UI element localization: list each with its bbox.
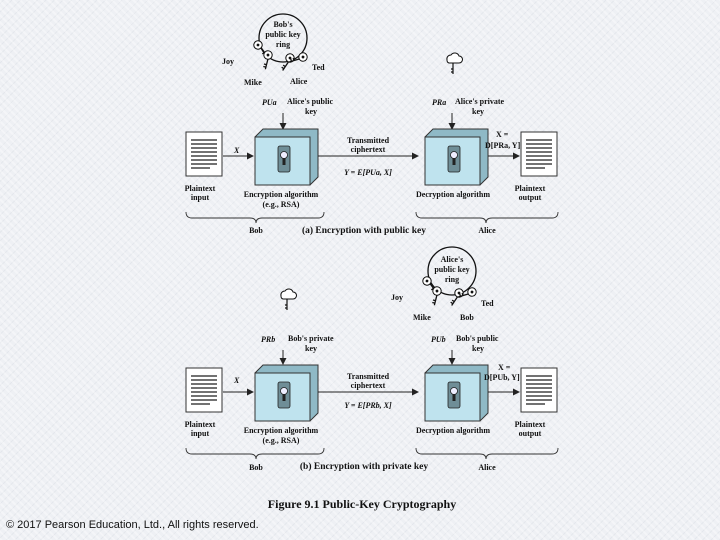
plaintext-output-label-line1: Plaintext: [515, 420, 546, 429]
private-key-icon: [447, 53, 463, 74]
plaintext-output-label-line2: output: [519, 193, 542, 202]
output-equation-line2: D[PUb, Y]: [484, 373, 520, 382]
pub-key-symbol: PUb: [431, 335, 446, 344]
ring-person-joy: Joy: [222, 57, 234, 66]
pub-key-label-line2: key: [305, 107, 317, 116]
output-equation-line2: D[PRa, Y]: [485, 141, 521, 150]
transmitted-label-line1: Transmitted: [347, 136, 390, 145]
priv-key-label-line2: key: [305, 344, 317, 353]
key-ring-a: Bob's public key ring Joy Mike Alice Ted: [222, 14, 325, 87]
key-ring-label-line2: public key: [265, 30, 300, 39]
decryption-algorithm-box: [425, 365, 488, 421]
priv-key-label-line1: Alice's private: [455, 97, 505, 106]
right-party-alice: Alice: [478, 463, 496, 472]
ring-person-mike: Mike: [244, 78, 262, 87]
plaintext-output-doc-icon: [521, 368, 557, 412]
lock-icon: [281, 152, 288, 159]
transmitted-label-line2: ciphertext: [351, 145, 386, 154]
cipher-equation: Y = E[PRb, X]: [344, 401, 392, 410]
ring-person-ted: Ted: [312, 63, 325, 72]
plaintext-input-doc-icon: [186, 132, 222, 176]
encryption-algorithm-box: [255, 365, 318, 421]
decryption-label: Decryption algorithm: [416, 426, 490, 435]
priv-key-label-line2: key: [472, 107, 484, 116]
key-ring-label-line1: Bob's: [273, 20, 292, 29]
right-party-alice: Alice: [478, 226, 496, 235]
priv-key-symbol: PRa: [432, 98, 446, 107]
key-ring-label-line3: ring: [445, 275, 459, 284]
key-icon: [449, 288, 465, 305]
ring-person-alice: Alice: [290, 77, 308, 86]
lock-icon: [451, 388, 458, 395]
priv-key-label-line1: Bob's private: [288, 334, 334, 343]
transmitted-label-line1: Transmitted: [347, 372, 390, 381]
key-icon: [426, 285, 446, 305]
key-ring-b: Alice's public key ring Joy Mike Bob Ted: [391, 247, 494, 322]
left-party-bob: Bob: [249, 463, 263, 472]
encryption-label-line1: Encryption algorithm: [244, 190, 319, 199]
caption-a: (a) Encryption with public key: [302, 225, 426, 236]
caption-b: (b) Encryption with private key: [300, 461, 429, 472]
plaintext-input-label-line1: Plaintext: [185, 184, 216, 193]
plaintext-output-label-line2: output: [519, 429, 542, 438]
priv-key-symbol: PRb: [261, 335, 275, 344]
x-label: X: [233, 376, 240, 385]
x-label: X: [233, 146, 240, 155]
plaintext-input-doc-icon: [186, 368, 222, 412]
lock-icon: [281, 388, 288, 395]
plaintext-output-doc-icon: [521, 132, 557, 176]
private-key-icon: [281, 289, 297, 310]
panel-b: Alice's public key ring Joy Mike Bob Ted…: [185, 247, 558, 472]
transmitted-label-line2: ciphertext: [351, 381, 386, 390]
pub-key-label-line2: key: [472, 344, 484, 353]
plaintext-input-label-line2: input: [191, 193, 210, 202]
output-equation-line1: X =: [496, 130, 509, 139]
lock-icon: [451, 152, 458, 159]
key-icon: [257, 49, 277, 69]
pub-key-label-line1: Bob's public: [456, 334, 499, 343]
encryption-algorithm-box: [255, 129, 318, 185]
plaintext-input-label-line1: Plaintext: [185, 420, 216, 429]
key-ring-label-line1: Alice's: [441, 255, 464, 264]
pub-key-label-line1: Alice's public: [287, 97, 333, 106]
ring-person-joy: Joy: [391, 293, 403, 302]
panel-a: Bob's public key ring Joy Mike Alice Ted…: [185, 14, 558, 236]
ring-person-mike: Mike: [413, 313, 431, 322]
copyright-notice: © 2017 Pearson Education, Ltd., All righ…: [6, 519, 259, 531]
plaintext-output-label-line1: Plaintext: [515, 184, 546, 193]
plaintext-input-label-line2: input: [191, 429, 210, 438]
encryption-label-line1: Encryption algorithm: [244, 426, 319, 435]
cipher-equation: Y = E[PUa, X]: [344, 168, 392, 177]
pub-key-symbol: PUa: [262, 98, 277, 107]
output-equation-line1: X =: [498, 363, 511, 372]
figure-title: Figure 9.1 Public-Key Cryptography: [268, 497, 456, 511]
encryption-label-line2: (e.g., RSA): [263, 436, 300, 445]
key-ring-label-line2: public key: [434, 265, 469, 274]
decryption-label: Decryption algorithm: [416, 190, 490, 199]
ring-person-bob: Bob: [460, 313, 474, 322]
encryption-label-line2: (e.g., RSA): [263, 200, 300, 209]
key-ring-label-line3: ring: [276, 40, 290, 49]
left-party-bob: Bob: [249, 226, 263, 235]
decryption-algorithm-box: [425, 129, 488, 185]
ring-person-ted: Ted: [481, 299, 494, 308]
